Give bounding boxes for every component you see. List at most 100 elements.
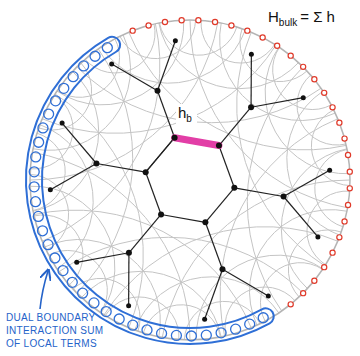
- boundary-site: [90, 51, 100, 61]
- boundary-mark: [312, 77, 317, 82]
- highlighted-bond: [175, 138, 219, 146]
- network-bond: [146, 172, 161, 214]
- boundary-mark: [146, 23, 151, 28]
- tensor-dot: [109, 61, 114, 66]
- boundary-site: [43, 240, 53, 250]
- network-bond: [146, 138, 175, 172]
- network-bond: [161, 214, 205, 222]
- label-text: H: [268, 8, 279, 25]
- boundary-site: [29, 167, 39, 177]
- boundary-site: [79, 61, 89, 71]
- boundary-mark: [212, 19, 217, 24]
- boundary-site: [142, 325, 152, 335]
- subscript-text: b: [186, 113, 192, 124]
- boundary-site: [78, 288, 88, 298]
- geodesic-line: [32, 152, 190, 340]
- network-bond: [128, 253, 130, 306]
- geodesic-line: [281, 149, 347, 289]
- tensor-dot: [158, 211, 164, 217]
- boundary-site: [59, 83, 69, 93]
- tensor-dot: [173, 38, 178, 43]
- tensor-dot: [143, 169, 149, 175]
- tensor-dot: [216, 143, 222, 149]
- network-bond: [222, 269, 268, 296]
- network-bond: [158, 41, 176, 91]
- tensor-dot: [281, 193, 287, 199]
- boundary-mark: [330, 105, 335, 110]
- network-bond: [284, 196, 318, 236]
- tensor-dot: [126, 250, 132, 256]
- boundary-mark: [337, 235, 342, 240]
- tensor-dot: [74, 260, 79, 265]
- boundary-mark: [347, 186, 352, 191]
- geodesic-line: [288, 230, 341, 297]
- boundary-mark: [288, 53, 293, 58]
- boundary-site: [34, 137, 44, 147]
- boundary-mark: [322, 265, 327, 270]
- geodesic-line: [159, 23, 236, 55]
- subscript-text: bulk: [279, 17, 297, 28]
- network-bond: [234, 188, 283, 197]
- tensor-dot: [172, 135, 178, 141]
- boundary-site: [33, 211, 43, 221]
- network-bond: [219, 107, 251, 145]
- boundary-mark: [301, 291, 306, 296]
- geodesic-line: [220, 23, 336, 120]
- geodesic-line: [33, 133, 65, 210]
- boundary-site: [89, 298, 99, 308]
- tensor-dot: [231, 185, 237, 191]
- boundary-mark: [179, 18, 184, 23]
- boundary-mark: [275, 43, 280, 48]
- boundary-site: [37, 226, 47, 236]
- caption-note: DUAL BOUNDARY INTERACTION SUM OF LOCAL T…: [6, 311, 118, 350]
- boundary-site: [68, 72, 78, 82]
- boundary-site: [186, 331, 196, 341]
- network-bond: [205, 188, 234, 222]
- tensor-dot: [202, 317, 207, 322]
- network-bond: [112, 64, 158, 91]
- boundary-site: [38, 123, 48, 133]
- boundary-mark: [322, 90, 327, 95]
- geodesic-line: [265, 47, 350, 174]
- tensor-dot: [155, 88, 161, 94]
- boundary-mark: [245, 28, 250, 33]
- geodesic-grid: [30, 20, 350, 340]
- boundary-band: [26, 37, 274, 344]
- tensor-dot: [202, 219, 208, 225]
- tensor-dot: [266, 294, 271, 299]
- boundary-site: [201, 330, 211, 340]
- network-bond: [250, 54, 252, 107]
- boundary-site: [171, 330, 181, 340]
- geodesic-line: [57, 39, 119, 98]
- boundary-site: [31, 197, 41, 207]
- boundary-mark: [342, 136, 347, 141]
- geodesic-line: [143, 305, 220, 337]
- network-bond: [219, 146, 234, 188]
- boundary-site: [102, 43, 112, 53]
- network-bond: [62, 123, 96, 163]
- boundary-mark: [196, 18, 201, 23]
- boundary-site: [231, 324, 241, 334]
- network-bond: [96, 164, 145, 173]
- label-text: = Σ h: [300, 8, 335, 25]
- boundary-mark: [301, 64, 306, 69]
- boundary-site: [114, 314, 124, 324]
- boundary-mark: [162, 19, 167, 24]
- tensor-dot: [48, 187, 53, 192]
- boundary-mark: [337, 120, 342, 125]
- tensor-dot: [327, 168, 332, 173]
- tensor-dot: [315, 234, 320, 239]
- geodesic-line: [162, 180, 350, 338]
- boundary-mark: [260, 35, 265, 40]
- network-bond: [205, 269, 223, 319]
- boundary-site: [101, 307, 111, 317]
- boundary-site: [258, 313, 268, 323]
- network-bond: [158, 91, 175, 138]
- boundary-site: [50, 253, 60, 263]
- geodesic-line: [240, 29, 307, 82]
- tensor-dot: [248, 104, 254, 110]
- disk-boundary: [30, 20, 350, 340]
- boundary-site: [245, 319, 255, 329]
- geodesic-line: [196, 255, 323, 340]
- boundary-mark: [229, 23, 234, 28]
